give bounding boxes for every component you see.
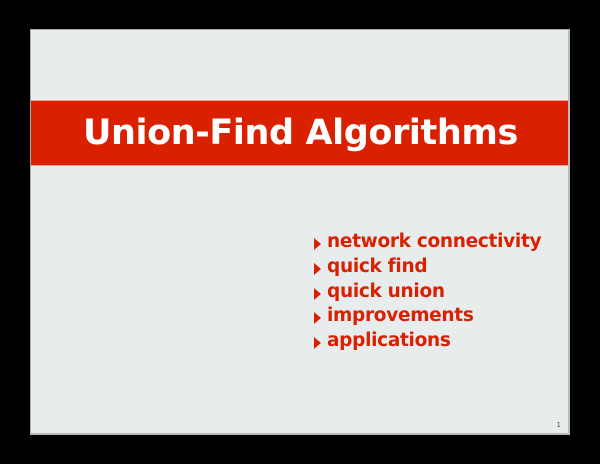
outline-item-label: applications [327,330,451,351]
slide-title: Union-Find Algorithms [83,113,518,153]
slide: Union-Find Algorithms network connectivi… [30,29,570,435]
triangle-right-bullet-icon [314,337,321,349]
title-band: Union-Find Algorithms [31,100,568,166]
triangle-right-bullet-icon [314,287,321,300]
outline-item-label: improvements [327,305,474,327]
outline-item-label: quick union [327,280,445,302]
triangle-right-bullet-icon [314,312,321,325]
page-number: 1 [556,421,561,429]
outline-item-label: quick find [327,255,428,277]
outline-item-label: network connectivity [327,231,542,252]
triangle-right-bullet-icon [314,238,321,250]
triangle-right-bullet-icon [314,262,321,275]
